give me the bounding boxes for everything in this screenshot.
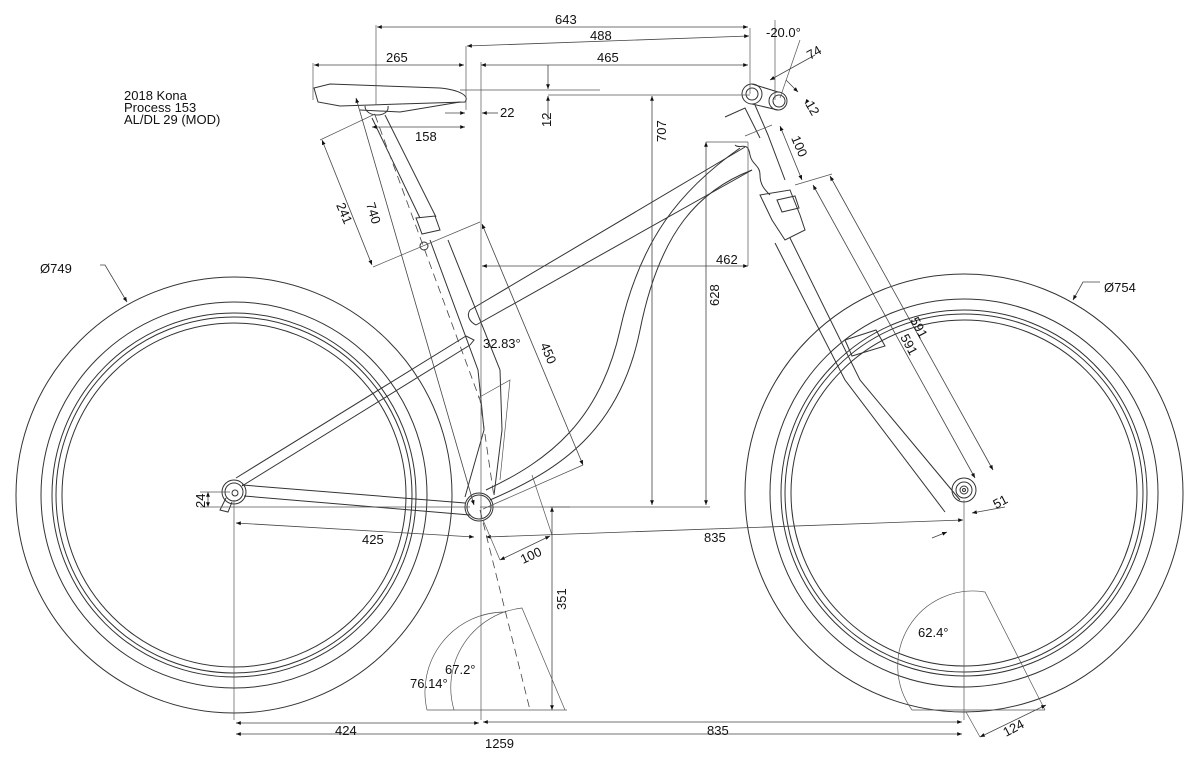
dim-450: 450 — [537, 340, 559, 366]
frame — [235, 104, 786, 522]
dim-424: 424 — [335, 723, 357, 738]
dim-707: 707 — [654, 120, 669, 142]
dim-62-4: 62.4° — [918, 625, 949, 640]
dim-425: 425 — [362, 532, 384, 547]
title-line-1: 2018 Kona — [124, 88, 187, 103]
rear-wheel-diameter-label: Ø749 — [40, 261, 72, 276]
dim-462: 462 — [716, 252, 738, 267]
fork — [759, 189, 961, 513]
stem — [741, 83, 788, 111]
dim-74: 74 — [804, 42, 824, 62]
title-line-2: Process 153 — [124, 100, 197, 115]
dim-628: 628 — [707, 284, 722, 306]
dimension-labels: Ø749 Ø754 643 488 465 265 158 22 12 -20.… — [40, 12, 1136, 751]
dim-643: 643 — [555, 12, 577, 27]
saddle — [313, 83, 467, 116]
dim-740: 740 — [363, 200, 384, 225]
bike-title: 2018 Kona Process 153 AL/DL 29 (MOD) — [124, 88, 221, 127]
dim-51: 51 — [990, 492, 1010, 512]
dim-12-rise: 12 — [802, 98, 822, 118]
dimension-lines — [100, 20, 1100, 738]
dim-835-ground: 835 — [707, 723, 729, 738]
dim-241: 241 — [333, 200, 355, 226]
seatpost — [371, 114, 495, 498]
dim-22: 22 — [500, 105, 514, 120]
dim-265: 265 — [386, 50, 408, 65]
dim-24: 24 — [193, 494, 208, 508]
dim-67-2: 67.2° — [445, 662, 476, 677]
front-wheel-diameter-label: Ø754 — [1104, 280, 1136, 295]
title-line-3: AL/DL 29 (MOD) — [124, 112, 221, 127]
dim-100-bb: 100 — [518, 544, 544, 567]
dim-465: 465 — [597, 50, 619, 65]
dim-76-14: 76.14° — [410, 676, 448, 691]
front-hub — [951, 477, 977, 503]
dim-stem-angle: -20.0° — [766, 25, 801, 40]
dim-488: 488 — [590, 28, 612, 43]
dim-351: 351 — [554, 588, 569, 610]
dim-835-front-center: 835 — [704, 530, 726, 545]
dim-12-drop: 12 — [539, 113, 554, 127]
dim-158: 158 — [415, 129, 437, 144]
dim-124: 124 — [1000, 716, 1026, 739]
dim-32-83: 32.83° — [483, 336, 521, 351]
dim-1259: 1259 — [485, 736, 514, 751]
